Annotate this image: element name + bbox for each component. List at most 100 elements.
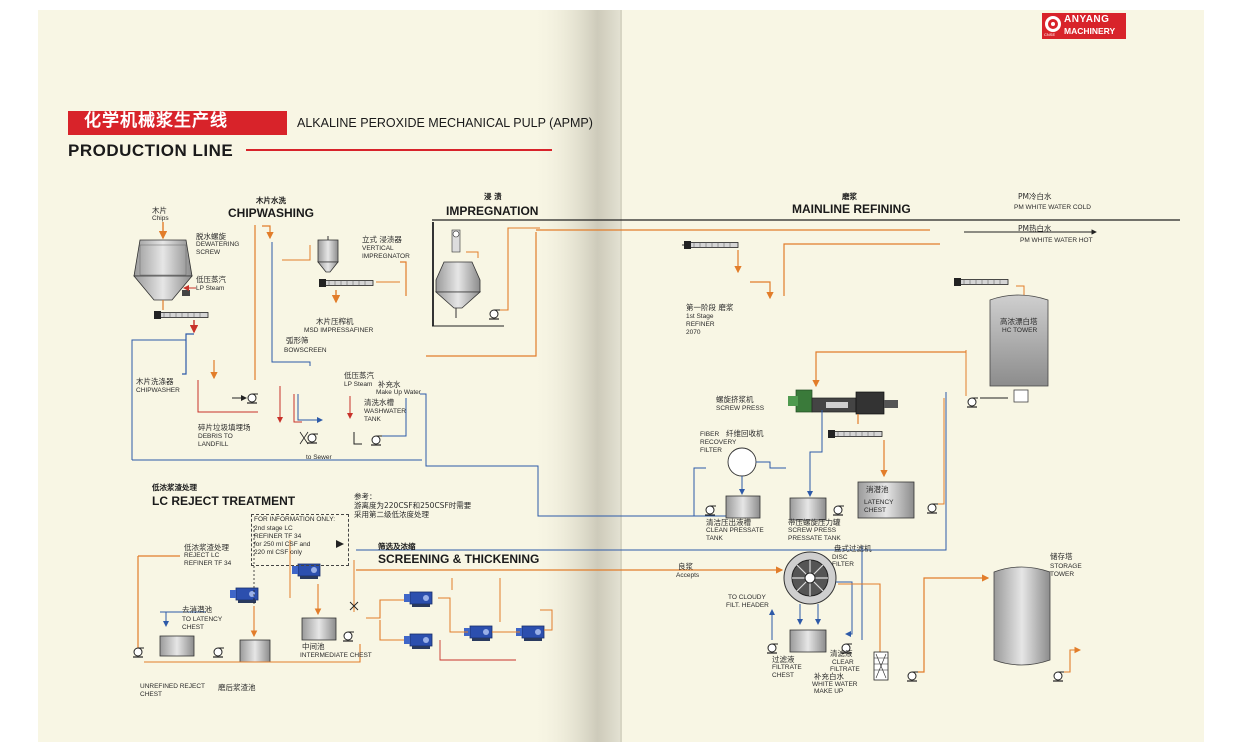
filtrate-chest <box>789 629 827 653</box>
hc-tower <box>989 294 1049 387</box>
label-dewatering-2: SCREW <box>196 249 221 256</box>
label-reject-lc-1: REJECT LC <box>184 552 220 559</box>
unrefined-reject-chest <box>159 635 195 657</box>
label-storage-1: STORAGE <box>1050 563 1082 570</box>
company-logo: ANYANG MACHINERY CNSE <box>1042 13 1126 39</box>
info-line-5: 220 ml CSF only <box>254 549 303 556</box>
logo-subtitle: MACHINERY <box>1064 26 1116 36</box>
screw-press-pressate-tank <box>789 497 827 521</box>
section-lc-reject-cn: 低浓浆渣处理 <box>152 483 197 492</box>
latency-chest <box>857 481 915 519</box>
logo-name: ANYANG <box>1064 14 1110 25</box>
section-screening-thickening: SCREENING & THICKENING <box>378 552 540 566</box>
label-bowscreen-cn: 弧形筛 <box>286 336 309 345</box>
section-impregnation-cn: 浸 渍 <box>484 192 502 201</box>
label-to-latency-2: CHEST <box>182 624 205 631</box>
vertical-impregnator <box>317 236 339 273</box>
label-to-latency-1: TO LATENCY <box>182 616 223 623</box>
thickener-stack <box>873 651 889 681</box>
label-intermediate-cn: 中间池 <box>302 642 325 651</box>
section-chipwashing: CHIPWASHING <box>228 206 315 220</box>
label-latency-1: LATENCY <box>864 499 894 506</box>
label-reject-lc-cn: 低浓浆渣处理 <box>184 543 229 552</box>
section-chipwashing-cn: 木片水洗 <box>256 196 286 205</box>
label-clear-2: FILTRATE <box>830 666 860 673</box>
label-accepts-cn: 良浆 <box>678 562 693 571</box>
label-clean-pressate-2: TANK <box>706 535 723 542</box>
section-impregnation: IMPREGNATION <box>446 204 539 218</box>
disc-filter <box>783 551 837 605</box>
label-after-reject-cn: 磨后浆渣池 <box>218 683 256 692</box>
label-white-2: MAKE UP <box>814 688 844 695</box>
impregnator-vessel <box>432 219 1180 327</box>
label-fiber-cn: 纤维回收机 <box>726 429 764 438</box>
label-debris-cn: 碎片垃圾填埋场 <box>198 423 251 432</box>
info-line-3: REFINER TF 34 <box>254 533 302 540</box>
label-latency-2: CHEST <box>864 507 887 514</box>
label-fiber: FIBER <box>700 431 720 438</box>
title-english: ALKALINE PEROXIDE MECHANICAL PULP (APMP) <box>297 116 593 130</box>
label-hc-tower-cn: 高浓漂白塔 <box>1000 317 1038 326</box>
label-filtrate-2: CHEST <box>772 672 795 679</box>
label-clear-cn: 清滤液 <box>830 649 853 658</box>
label-to-sewer: to Sewer <box>306 454 332 461</box>
section-lc-reject-treatment: LC REJECT TREATMENT <box>152 494 296 508</box>
label-lpsteam2: LP Steam <box>344 381 373 388</box>
label-bowscreen: BOWSCREEN <box>284 347 327 354</box>
label-unrefined-1: UNREFINED REJECT <box>140 683 206 690</box>
label-screw-press: SCREW PRESS <box>716 405 765 412</box>
section-screening-cn: 筛选及浓缩 <box>378 542 416 551</box>
info-line-4: for 250 ml CSF and <box>254 541 311 548</box>
label-storage-2: TOWER <box>1050 571 1075 578</box>
label-screw-press-cn: 螺旋挤浆机 <box>716 395 754 404</box>
label-vertical-impregnator-2: IMPREGNATOR <box>362 253 410 260</box>
label-filtrate-cn: 过滤液 <box>772 655 795 664</box>
note-ref-3: 采用第二级低浓度处理 <box>354 510 429 519</box>
label-filtrate-1: FILTRATE <box>772 664 802 671</box>
label-white-cn: 补充白水 <box>814 672 844 681</box>
title-chinese: 化学机械浆生产线 <box>84 111 228 131</box>
label-debris-1: DEBRIS TO <box>198 433 233 440</box>
section-mainline-cn: 磨浆 <box>842 192 857 201</box>
label-cloudy-1: TO CLOUDY <box>728 594 766 601</box>
label-dewatering-cn: 脱水螺旋 <box>196 232 226 241</box>
label-pm-cold-cn: PM冷白水 <box>1018 192 1052 201</box>
info-line-2: 2nd stage LC <box>254 525 293 532</box>
screw-press <box>788 389 898 415</box>
storage-tower <box>993 566 1051 666</box>
label-cloudy-2: FILT. HEADER <box>726 602 769 609</box>
label-msd: MSD IMPRESSAFINER <box>304 327 374 334</box>
label-accepts: Accepts <box>676 572 700 579</box>
label-latency-cn: 消潜池 <box>866 485 889 494</box>
label-reject-lc-2: REFINER TF 34 <box>184 560 232 567</box>
note-ref-2: 游离度为220CSF和250CSF时需要 <box>354 501 472 510</box>
label-clean-pressate-1: CLEAN PRESSATE <box>706 527 764 534</box>
chip-bin <box>133 239 193 301</box>
label-washwater-cn: 清洗水槽 <box>364 398 394 407</box>
label-disc-cn: 盘式过滤机 <box>834 544 872 553</box>
info-line-1: FOR INFORMATION ONLY: <box>254 516 336 523</box>
label-chipwasher: CHIPWASHER <box>136 387 180 394</box>
label-pm-cold: PM WHITE WATER COLD <box>1014 204 1091 211</box>
label-storage-cn: 储存塔 <box>1050 552 1073 561</box>
title-bar <box>68 111 287 135</box>
label-screw-pressate-1: SCREW PRESS <box>788 527 837 534</box>
label-screw-pressate-2: PRESSATE TANK <box>788 535 841 542</box>
fiber-recovery-filter <box>727 447 757 477</box>
label-chipwasher-cn: 木片洗涤器 <box>136 377 174 386</box>
label-disc-2: FILTER <box>832 561 854 568</box>
section-mainline-refining: MAINLINE REFINING <box>792 202 911 216</box>
label-washwater-1: WASHWATER <box>364 408 407 415</box>
label-intermediate: INTERMEDIATE CHEST <box>300 652 372 659</box>
label-dewatering-1: DEWATERING <box>196 241 240 248</box>
logo-small-text: CNSE <box>1044 32 1056 37</box>
gear-logo-icon <box>1045 16 1061 32</box>
label-white-1: WHITE WATER <box>812 681 858 688</box>
refined-reject-chest <box>239 639 271 663</box>
label-washwater-2: TANK <box>364 416 381 423</box>
label-unrefined-2: CHEST <box>140 691 163 698</box>
clean-pressate-tank <box>725 495 761 519</box>
label-msd-cn: 木片压榨机 <box>316 317 354 326</box>
label-stage1-1: 1st Stage <box>686 313 714 320</box>
